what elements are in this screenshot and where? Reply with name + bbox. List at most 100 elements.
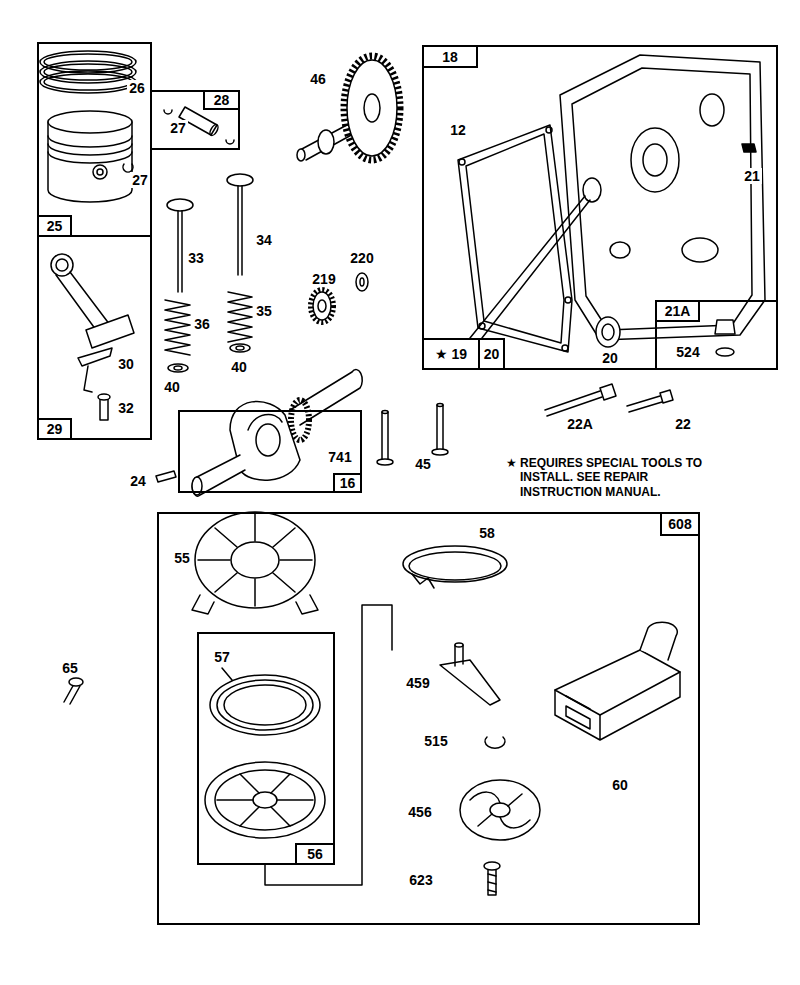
part-group-box: 18122120★ 192021A524 — [422, 45, 778, 370]
callout-number: 60 — [610, 777, 630, 793]
crankshaft — [256, 424, 280, 456]
drain-plug — [716, 348, 734, 356]
callout-number: 32 — [116, 400, 136, 416]
crankshaft — [290, 370, 362, 425]
group-number: 28 — [203, 90, 240, 110]
sump-cover — [572, 68, 752, 330]
callout-number: 33 — [186, 250, 206, 266]
sump-cover — [700, 94, 724, 126]
piston-pin — [164, 110, 172, 114]
oil-seal — [596, 317, 620, 347]
drain-plug — [715, 320, 735, 356]
gasket — [458, 125, 572, 352]
valves — [178, 211, 182, 292]
callout-number: 24 — [128, 473, 148, 489]
sump-cover — [583, 178, 601, 202]
blower-housing-screw — [64, 684, 80, 704]
assembly-bracket — [265, 605, 392, 885]
blower-housing-screw — [64, 678, 83, 704]
connecting-rod — [56, 272, 110, 330]
starter-dog — [440, 643, 500, 705]
camshaft-gear — [297, 56, 400, 161]
rewind-spring — [210, 668, 320, 735]
bolts — [660, 390, 673, 403]
crankshaft — [156, 370, 362, 497]
callout-number: 220 — [348, 250, 375, 266]
gasket — [565, 297, 571, 303]
sump-cover — [682, 238, 718, 262]
group-number: 21A — [655, 300, 700, 322]
rewind-spring — [210, 675, 320, 735]
camshaft-gear — [364, 94, 380, 122]
camshaft-gear — [344, 56, 400, 160]
valve-springs — [236, 346, 244, 350]
starter-housing — [192, 512, 318, 614]
starter-handle — [640, 622, 677, 660]
callout-number: 26 — [127, 80, 147, 96]
callout-number: 459 — [404, 675, 431, 691]
starter-housing — [195, 512, 315, 608]
note-text: ★ REQUIRES SPECIAL TOOLS TO INSTALL. SEE… — [506, 455, 728, 500]
callout-number: 515 — [422, 733, 449, 749]
callout-number: 21 — [742, 168, 762, 184]
starter-handle — [555, 650, 680, 715]
screw — [484, 862, 500, 895]
valve-springs — [168, 364, 188, 372]
callout-number: 40 — [162, 379, 182, 395]
starter-rope — [409, 552, 501, 580]
piston-rings — [40, 71, 136, 93]
gasket — [459, 159, 465, 165]
rewind-spring — [224, 685, 306, 725]
connecting-rod — [86, 315, 134, 348]
sump-cover — [742, 144, 756, 152]
dowel-pins — [437, 404, 443, 407]
callout-number: 35 — [254, 303, 274, 319]
piston-rings — [44, 54, 132, 70]
callout-number: 20 — [600, 350, 620, 366]
retainer-cam — [460, 780, 540, 840]
crankshaft — [156, 471, 176, 482]
leader-lines — [470, 196, 590, 338]
group-number: 16 — [333, 473, 362, 493]
piston — [48, 111, 132, 133]
connecting-rod — [84, 366, 92, 392]
piston-rings — [40, 51, 136, 73]
group-number: 29 — [37, 418, 72, 440]
dowel-pins — [382, 412, 388, 460]
starter-dog — [455, 645, 463, 666]
governor-gear — [356, 273, 368, 291]
group-number: 25 — [37, 215, 72, 237]
camshaft-gear — [347, 60, 397, 156]
gasket — [466, 134, 564, 343]
bolts — [600, 384, 616, 400]
group-number: 18 — [422, 45, 478, 68]
callout-number: 65 — [60, 660, 80, 676]
piston-rings — [44, 64, 132, 80]
retainer-cam — [490, 803, 510, 817]
piston — [97, 169, 103, 175]
starter-pulley — [217, 774, 313, 826]
callout-number: 741 — [326, 449, 353, 465]
gasket — [562, 345, 568, 351]
oil-seal — [596, 317, 620, 347]
valves — [227, 174, 253, 186]
sump-cover — [560, 55, 765, 340]
sub-group-box: ★ 1920 — [422, 338, 505, 370]
callout-number: 40 — [229, 359, 249, 375]
retainer-ring — [485, 737, 505, 748]
rewind-spring — [222, 668, 232, 680]
callout-number: 46 — [308, 71, 328, 87]
bolts — [545, 384, 673, 416]
valve-springs — [174, 366, 182, 370]
starter-pulley — [205, 762, 325, 838]
part-group-box: 6085558459605154566235657 — [157, 512, 700, 925]
screw — [484, 862, 500, 870]
group-number: 20 — [478, 340, 503, 368]
starter-pulley — [215, 770, 315, 830]
callout-number: 219 — [310, 271, 337, 287]
piston-rings — [44, 74, 132, 90]
starter-housing — [192, 595, 318, 614]
bolts — [627, 396, 662, 412]
screw — [488, 874, 496, 892]
governor-gear — [313, 292, 331, 320]
